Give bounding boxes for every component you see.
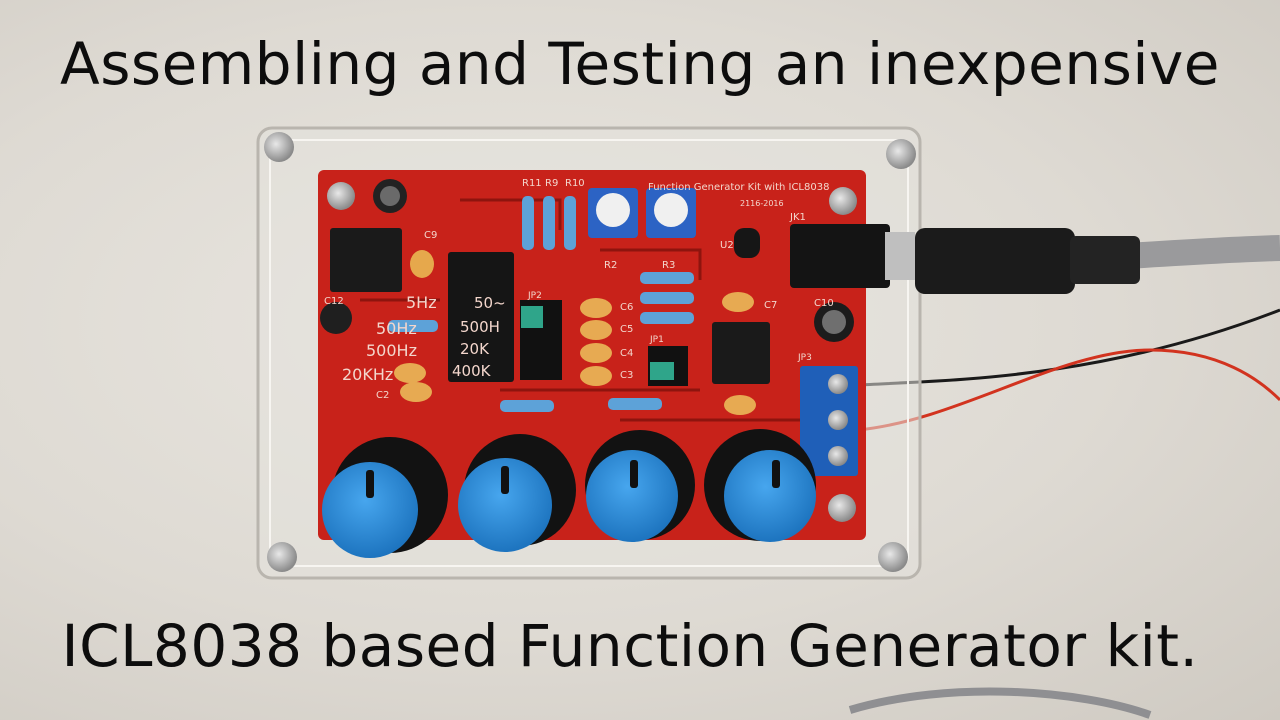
board-screw — [327, 182, 355, 210]
jp2-range-label: 20K — [460, 340, 490, 358]
knob-4 — [704, 429, 816, 542]
resistor — [640, 292, 694, 304]
part-label-c4: C4 — [620, 348, 633, 359]
pot-label: R2 — [604, 260, 617, 271]
board-screw — [828, 494, 856, 522]
knob-2 — [458, 434, 576, 552]
ceramic-cap — [580, 343, 612, 363]
ic-chip-left — [330, 228, 402, 292]
video-title-top: Assembling and Testing an inexpensive — [60, 30, 1220, 98]
freq-range-label: 500Hz — [366, 341, 417, 360]
case-screw — [886, 139, 916, 169]
icl8038-socket — [448, 252, 514, 382]
resistor — [388, 320, 438, 332]
freq-range-label: 5Hz — [406, 293, 437, 312]
part-label-jp1: JP1 — [649, 335, 664, 345]
ceramic-cap — [580, 320, 612, 340]
part-label-c3: C3 — [620, 370, 633, 381]
resistor-label: R10 — [565, 178, 585, 189]
knob-1 — [322, 437, 448, 558]
resistor — [564, 196, 576, 250]
ceramic-cap — [410, 250, 434, 278]
part-label-c6: C6 — [620, 302, 633, 313]
red-wire — [857, 348, 1280, 432]
ceramic-cap — [580, 298, 612, 318]
part-label-jp2: JP2 — [527, 291, 542, 301]
part-label-c2: C2 — [376, 390, 389, 401]
knob-3 — [585, 430, 695, 542]
ceramic-cap — [400, 382, 432, 402]
freq-range-label: 50Hz — [376, 319, 417, 338]
part-label-c9: C9 — [424, 230, 437, 241]
jp2-range-label: 500H — [460, 318, 500, 336]
resistor — [500, 400, 554, 412]
part-label-c7: C7 — [764, 300, 777, 311]
power-plug — [915, 228, 1075, 294]
resistor — [543, 196, 555, 250]
gray-cable-bottom — [848, 687, 1152, 719]
case-screw — [264, 132, 294, 162]
ic-chip-right — [712, 322, 770, 384]
pcb-title-silk: Function Generator Kit with ICL8038 — [648, 182, 829, 193]
resistor-label: R9 — [545, 178, 558, 189]
ceramic-cap — [580, 366, 612, 386]
jp2-range-label: 400K — [452, 362, 492, 380]
dc-jack — [790, 224, 890, 288]
jp2-range-label: 50~ — [474, 294, 506, 312]
part-label-jp3: JP3 — [797, 353, 812, 363]
part-label-c12: C12 — [324, 296, 344, 307]
freq-range-label: 20KHz — [342, 365, 393, 384]
part-label-c5: C5 — [620, 324, 633, 335]
pot-label: R3 — [662, 260, 675, 271]
resistor — [522, 196, 534, 250]
ceramic-cap — [722, 292, 754, 312]
part-label-c10: C10 — [814, 298, 834, 309]
video-title-bottom: ICL8038 based Function Generator kit. — [61, 612, 1199, 680]
case-screw — [878, 542, 908, 572]
resistor — [640, 312, 694, 324]
part-label-jk1: JK1 — [789, 212, 806, 223]
pcb-date-silk: 2116-2016 — [740, 199, 784, 208]
resistor-label: R11 — [522, 178, 542, 189]
board-screw — [829, 187, 857, 215]
ceramic-cap — [394, 363, 426, 383]
resistor — [608, 398, 662, 410]
ceramic-cap — [724, 395, 756, 415]
part-label-u2: U2 — [720, 240, 734, 251]
resistor — [640, 272, 694, 284]
electrolytic-cap-c12 — [320, 302, 352, 334]
case-screw — [267, 542, 297, 572]
regulator-u2 — [734, 228, 760, 258]
